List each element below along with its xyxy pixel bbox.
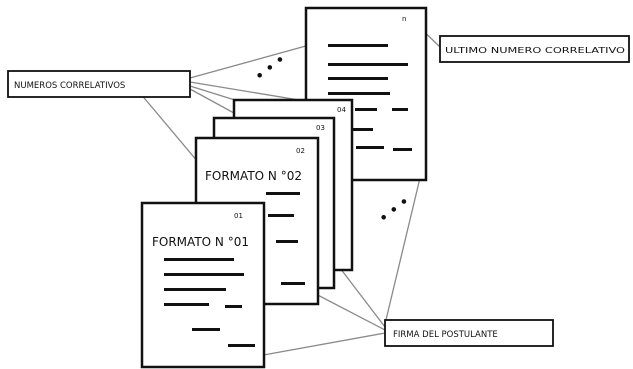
label-text: ULTIMO NUMERO CORRELATIVO <box>445 46 625 55</box>
page-number: 03 <box>316 124 325 132</box>
continuation-dots-top: • • • <box>253 52 289 85</box>
continuation-dots-bottom: • • • <box>377 194 413 227</box>
page-title: FORMATO N °01 <box>152 235 249 249</box>
page-number: n <box>402 15 406 23</box>
label-ultimo-numero-correlativo: ULTIMO NUMERO CORRELATIVO <box>439 35 630 63</box>
label-numeros-correlativos: NUMEROS CORRELATIVOS <box>7 70 191 98</box>
page-number: 04 <box>337 106 346 114</box>
page-number: 02 <box>296 147 305 155</box>
text-lines <box>164 258 255 347</box>
page-title: FORMATO N °02 <box>205 169 302 183</box>
text-lines <box>328 44 412 151</box>
text-lines <box>266 192 305 285</box>
label-text: NUMEROS CORRELATIVOS <box>14 81 125 91</box>
page-number: 01 <box>234 212 243 220</box>
page-1: 01 FORMATO N °01 <box>140 201 266 369</box>
page-last: n <box>304 6 428 182</box>
label-firma-del-postulante: FIRMA DEL POSTULANTE <box>384 319 554 347</box>
label-text: FIRMA DEL POSTULANTE <box>393 330 498 340</box>
